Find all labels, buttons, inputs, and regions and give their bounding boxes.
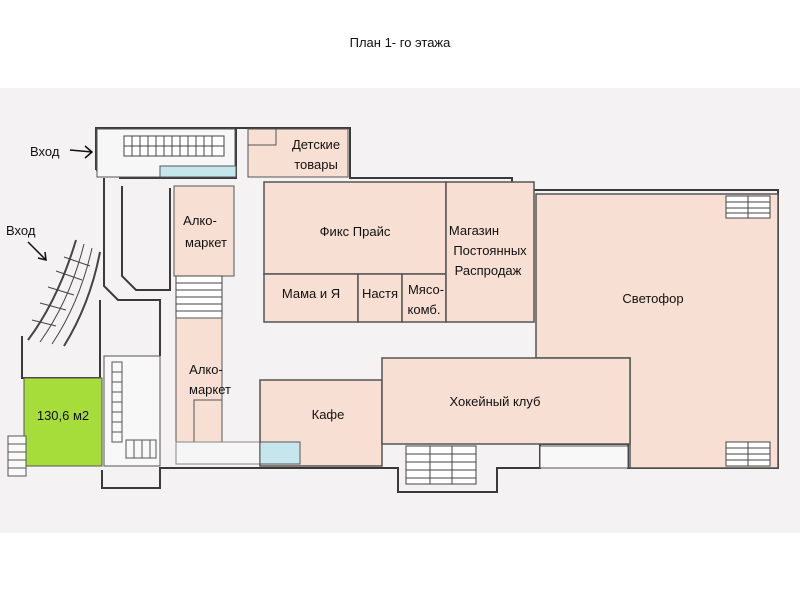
- curved-stair: [27, 239, 101, 347]
- room-alko-top-label-1: Алко-: [183, 213, 217, 228]
- svetofor-stair-top: [725, 195, 771, 219]
- lower-left-block: [103, 355, 161, 467]
- room-hockey: [381, 357, 631, 445]
- room-alko-top-label-2: маркет: [185, 235, 227, 250]
- plan-title: План 1- го этажа: [350, 35, 452, 50]
- entrance-left-arrow: [27, 241, 47, 261]
- room-alko-bottom-nook: [193, 399, 223, 443]
- glass-panel-cafe: [259, 441, 301, 465]
- room-alko-bottom-label-2: маркет: [189, 382, 231, 397]
- room-alko-bottom-label-1: Алко-: [189, 362, 223, 377]
- entrance-top-label: Вход: [30, 144, 60, 159]
- service-room: [539, 445, 629, 469]
- room-meat-label-2: комб.: [408, 302, 441, 317]
- room-fix-price: [263, 181, 447, 275]
- entrance-left-label: Вход: [6, 223, 36, 238]
- glass-panel-top: [159, 165, 237, 178]
- left-corridor: [21, 178, 171, 380]
- lower-corridor: [175, 441, 261, 465]
- room-meat-label-1: Мясо-: [408, 282, 444, 297]
- room-kids-label-1: Детские: [292, 137, 340, 152]
- room-nastya: [357, 273, 403, 323]
- top-stairs: [123, 135, 225, 157]
- room-mama: [263, 273, 359, 323]
- room-fix-price-label: Фикс Прайс: [320, 224, 391, 239]
- room-kids-label-2: товары: [294, 157, 338, 172]
- room-hockey-label: Хокейный клуб: [450, 394, 541, 409]
- room-meat: [401, 273, 447, 323]
- highlight-area: [23, 377, 103, 467]
- room-mama-label: Мама и Я: [282, 286, 340, 301]
- left-corridor-fill: [108, 182, 120, 282]
- room-alko-top: [173, 185, 235, 277]
- lower-left-stairs: [111, 361, 157, 459]
- room-kids-nook: [247, 128, 277, 146]
- annex-stair: [8, 443, 26, 469]
- hockey-stair: [405, 445, 477, 485]
- room-clearance-label-1: Магазин: [449, 223, 499, 238]
- room-clearance: [445, 181, 535, 323]
- room-nastya-label: Настя: [362, 286, 398, 301]
- central-stair-steps: [176, 282, 222, 312]
- room-clearance-label-2: Постоянных: [453, 243, 527, 258]
- highlight-area-label: 130,6 м2: [37, 408, 89, 423]
- room-clearance-label-3: Распродаж: [455, 263, 522, 278]
- room-cafe-label: Кафе: [312, 407, 345, 422]
- svetofor-stair-bottom: [725, 441, 771, 467]
- entrance-top-arrow: [69, 145, 94, 159]
- room-svetofor-label: Светофор: [622, 291, 683, 306]
- highlight-area-annex: [7, 435, 27, 477]
